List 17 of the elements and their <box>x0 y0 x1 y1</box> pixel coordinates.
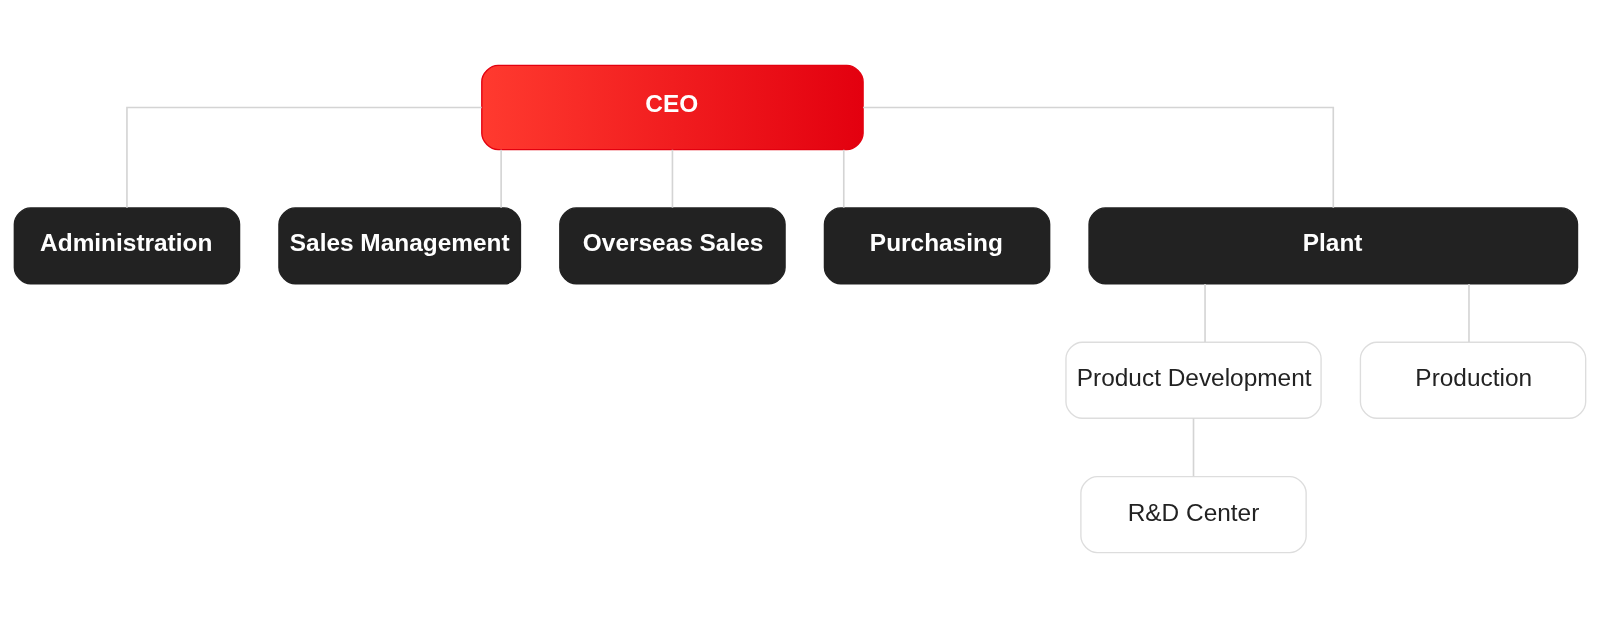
connector <box>1192 417 1195 478</box>
node-box: Purchasing <box>823 207 1051 285</box>
node-box: Production <box>1359 341 1587 419</box>
connector <box>671 148 674 209</box>
connector <box>1468 283 1470 343</box>
node-box: R&D Center <box>1080 475 1307 554</box>
node-box: Administration <box>13 207 241 285</box>
connector <box>126 106 483 209</box>
node-box: Plant <box>1088 207 1579 285</box>
connector <box>862 106 1335 209</box>
node-box: Sales Management <box>278 207 522 285</box>
connector <box>1204 283 1206 343</box>
connector <box>500 148 502 209</box>
node-box: Product Development <box>1065 341 1322 419</box>
connector <box>842 148 845 209</box>
node-box: CEO <box>481 64 864 151</box>
node-box: Overseas Sales <box>559 207 786 285</box>
